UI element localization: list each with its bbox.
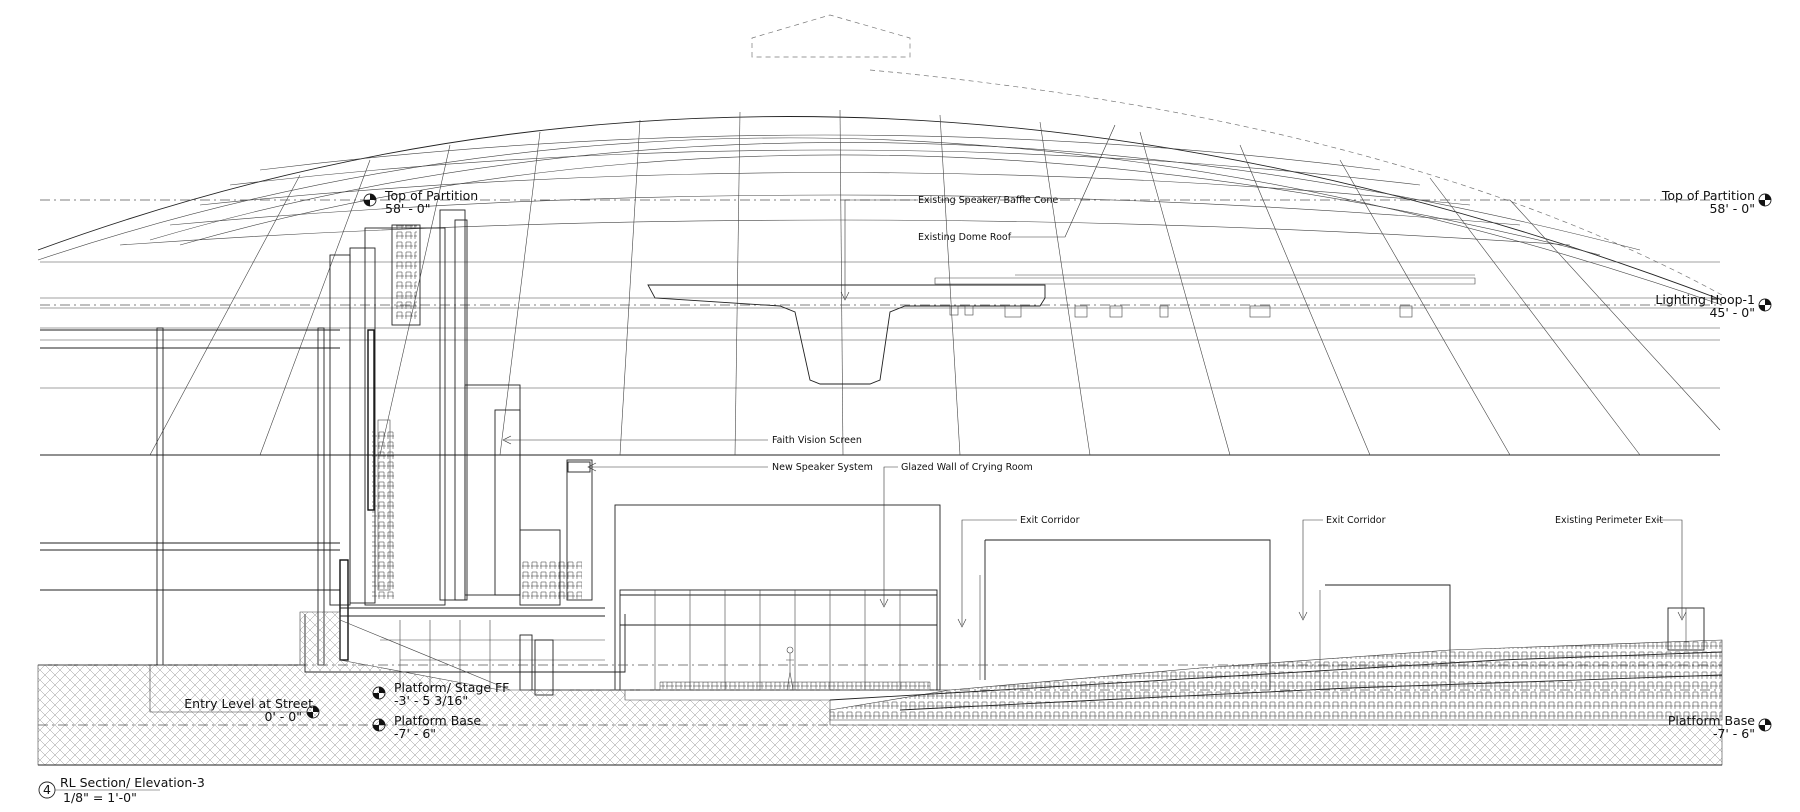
level-value: 58' - 0"	[1709, 201, 1755, 216]
level-marker-top-partition-left: Top of Partition 58' - 0"	[363, 188, 478, 216]
dome-roof	[37, 69, 1723, 306]
level-name: Entry Level at Street	[184, 696, 313, 711]
annotation-new-speaker-system: New Speaker System	[567, 461, 873, 473]
level-value: -7' - 6"	[394, 726, 436, 741]
annotation-glazed-wall: Glazed Wall of Crying Room	[879, 462, 1033, 608]
ground-section	[37, 611, 1723, 766]
stage-rails	[380, 620, 605, 690]
level-name: Platform Base	[1668, 713, 1755, 728]
level-value: 0' - 0"	[264, 709, 302, 724]
annotation-text: New Speaker System	[772, 462, 873, 473]
audience-seating	[659, 639, 1723, 721]
level-name: Platform Base	[394, 713, 481, 728]
annotation-text: Existing Dome Roof	[918, 232, 1012, 243]
tower-perforations	[372, 225, 582, 600]
level-name: Top of Partition	[1661, 188, 1755, 203]
annotation-dome-roof: Existing Dome Roof	[918, 124, 1116, 243]
annotation-text: Glazed Wall of Crying Room	[901, 462, 1033, 473]
level-value: 45' - 0"	[1709, 305, 1755, 320]
human-figure	[786, 646, 794, 691]
view-title: 4 RL Section/ Elevation-3 1/8" = 1'-0"	[38, 775, 205, 805]
lighting-fixtures	[949, 305, 1413, 318]
level-marker-platform-stage: Platform/ Stage FF -3' - 5 3/16"	[372, 680, 509, 708]
level-name: Top of Partition	[384, 188, 478, 203]
annotation-faith-vision-screen: Faith Vision Screen	[502, 435, 862, 446]
annotation-speaker-baffle-cone: Existing Speaker/ Baffle Cone	[840, 195, 1058, 301]
dome-grid-ribs	[149, 109, 1721, 456]
partition-tower	[329, 209, 593, 606]
level-value: 58' - 0"	[385, 201, 431, 216]
dome-grid-rings	[40, 134, 1720, 456]
crying-room	[614, 504, 941, 691]
level-marker-lighting-hoop: Lighting Hoop-1 45' - 0"	[1655, 292, 1772, 320]
view-number: 4	[43, 782, 51, 797]
annotation-exit-corridor-2: Exit Corridor	[1298, 515, 1386, 621]
level-value: -7' - 6"	[1713, 726, 1755, 741]
level-name: Lighting Hoop-1	[1655, 292, 1755, 307]
level-marker-platform-base-left: Platform Base -7' - 6"	[372, 713, 481, 741]
annotation-exit-corridor-1: Exit Corridor	[957, 515, 1080, 628]
annotation-text: Existing Perimeter Exit	[1555, 515, 1663, 526]
level-name: Platform/ Stage FF	[394, 680, 509, 695]
view-scale: 1/8" = 1'-0"	[63, 790, 137, 805]
level-value: -3' - 5 3/16"	[394, 693, 468, 708]
level-marker-platform-base-right: Platform Base -7' - 6"	[1668, 713, 1772, 741]
roof-lantern-outline	[751, 14, 911, 58]
annotation-text: Exit Corridor	[1326, 515, 1386, 526]
speaker-baffle-cone	[647, 274, 1476, 385]
annotation-text: Existing Speaker/ Baffle Cone	[918, 195, 1058, 206]
annotation-text: Exit Corridor	[1020, 515, 1080, 526]
level-marker-top-partition-right: Top of Partition 58' - 0"	[1661, 188, 1772, 216]
level-marker-entry-level: Entry Level at Street 0' - 0"	[149, 665, 320, 724]
annotation-text: Faith Vision Screen	[772, 435, 862, 446]
view-title-text: RL Section/ Elevation-3	[60, 775, 205, 790]
annotation-perimeter-exit: Existing Perimeter Exit	[1555, 515, 1687, 621]
